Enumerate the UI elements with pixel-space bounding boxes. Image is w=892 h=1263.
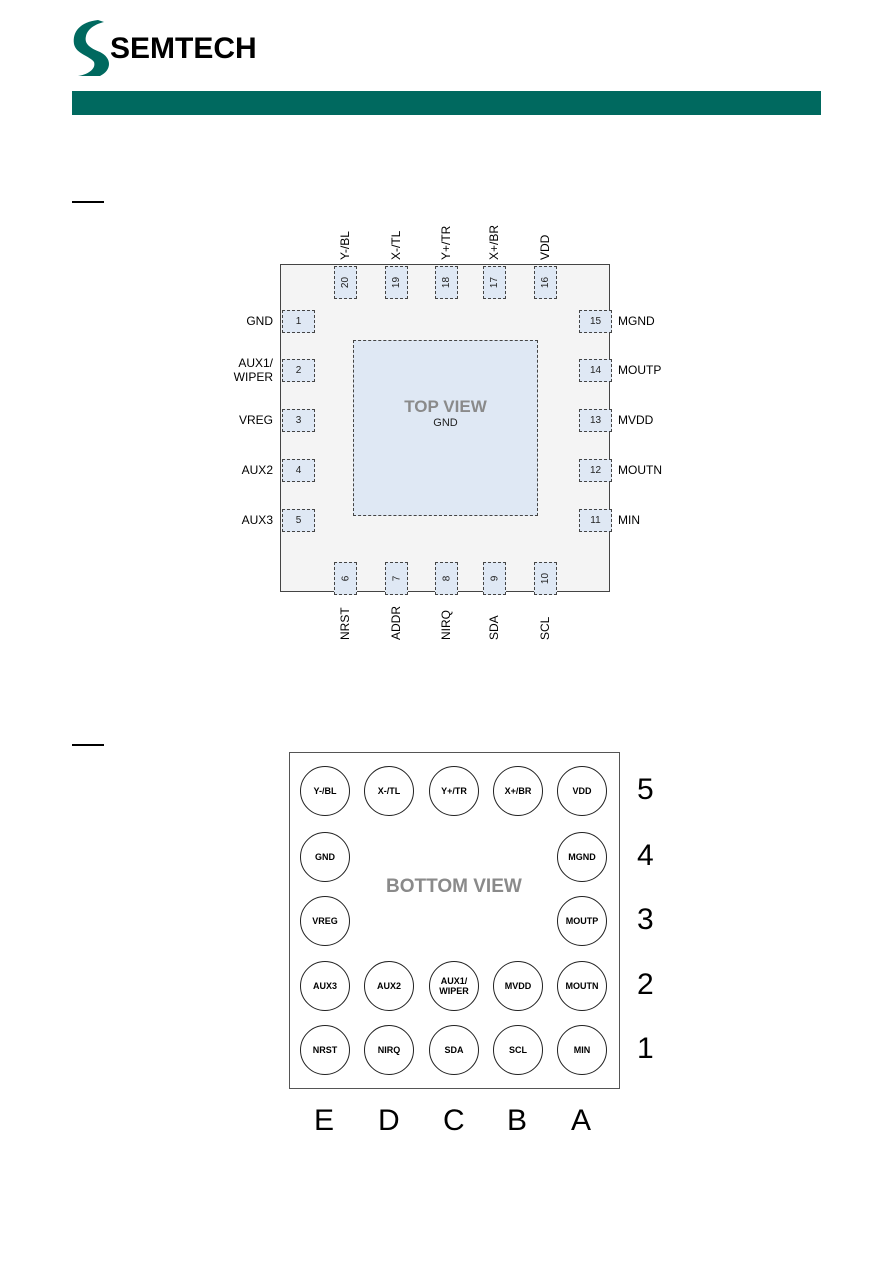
pin-17-label-x-br: X+/BR (487, 224, 501, 260)
ball-D2: AUX2 (364, 961, 414, 1011)
pin-13-pad: 13 (579, 409, 612, 432)
column-label-D: D (378, 1104, 400, 1137)
pin-9-label-sda: SDA (487, 615, 501, 640)
column-label-B: B (507, 1104, 528, 1137)
pin-10-label-scl: SCL (538, 616, 552, 640)
pin-2-label-aux1-wiper: AUX1/ WIPER (233, 356, 273, 384)
pin-4-label-aux2: AUX2 (241, 463, 273, 477)
ball-A3: MOUTP (557, 896, 607, 946)
logo-text: SEMTECH (110, 32, 257, 65)
pin-15-pad: 15 (579, 310, 612, 333)
row-label-1: 1 (637, 1032, 654, 1065)
column-label-E: E (314, 1104, 335, 1137)
pin-3-pad: 3 (282, 409, 315, 432)
pin-20-label-y-bl: Y-/BL (338, 231, 352, 260)
ball-A2: MOUTN (557, 961, 607, 1011)
ball-C1: SDA (429, 1025, 479, 1075)
pin-19-label-x-tl: X-/TL (389, 230, 403, 260)
ball-B1: SCL (493, 1025, 543, 1075)
ball-D5: X-/TL (364, 766, 414, 816)
pin-15-label-mgnd: MGND (618, 314, 655, 328)
ball-A5: VDD (557, 766, 607, 816)
row-label-3: 3 (637, 903, 654, 936)
ball-E2: AUX3 (300, 961, 350, 1011)
bottom-view-title: BOTTOM VIEW (386, 876, 522, 897)
pin-6-pad: 6 (334, 562, 357, 595)
row-label-4: 4 (637, 839, 654, 872)
header-bar (72, 91, 821, 115)
pin-17-pad: 17 (483, 266, 506, 299)
column-label-C: C (443, 1104, 465, 1137)
semtech-logo: SEMTECH (73, 20, 257, 76)
pin-14-pad: 14 (579, 359, 612, 382)
exposed-pad: TOP VIEW GND (353, 340, 538, 516)
section-mark-top (72, 201, 104, 203)
pin-18-pad: 18 (435, 266, 458, 299)
ball-B2: MVDD (493, 961, 543, 1011)
pin-16-label-vdd: VDD (538, 234, 552, 260)
pin-8-label-nirq: NIRQ (439, 610, 453, 640)
pin-11-pad: 11 (579, 509, 612, 532)
pin-4-pad: 4 (282, 459, 315, 482)
pin-20-pad: 20 (334, 266, 357, 299)
ball-C5: Y+/TR (429, 766, 479, 816)
ball-C2: AUX1/ WIPER (429, 961, 479, 1011)
ball-E4: GND (300, 832, 350, 882)
ball-E5: Y-/BL (300, 766, 350, 816)
pin-6-label-nrst: NRST (338, 607, 352, 640)
pin-1-label-gnd: GND (246, 314, 273, 328)
section-mark-bottom (72, 744, 104, 746)
logo-swoosh-icon (73, 20, 109, 76)
column-label-A: A (571, 1104, 592, 1137)
pin-7-pad: 7 (385, 562, 408, 595)
pin-16-pad: 16 (534, 266, 557, 299)
pin-12-label-moutn: MOUTN (618, 463, 662, 477)
pin-14-label-moutp: MOUTP (618, 363, 662, 377)
pin-7-label-addr: ADDR (389, 605, 403, 640)
pin-3-label-vreg: VREG (238, 413, 273, 427)
top-view-title: TOP VIEW (404, 397, 487, 416)
ball-E1: NRST (300, 1025, 350, 1075)
pin-9-pad: 9 (483, 562, 506, 595)
pin-13-label-mvdd: MVDD (618, 413, 654, 427)
exposed-pad-label: GND (433, 417, 458, 429)
pin-5-label-aux3: AUX3 (241, 513, 273, 527)
pin-1-pad: 1 (282, 310, 315, 333)
ball-A4: MGND (557, 832, 607, 882)
pin-18-label-y-tr: Y+/TR (439, 225, 453, 260)
pin-11-label-min: MIN (618, 513, 640, 527)
ball-B5: X+/BR (493, 766, 543, 816)
pin-10-pad: 10 (534, 562, 557, 595)
row-label-2: 2 (637, 968, 654, 1001)
pin-5-pad: 5 (282, 509, 315, 532)
pin-12-pad: 12 (579, 459, 612, 482)
pin-19-pad: 19 (385, 266, 408, 299)
ball-D1: NIRQ (364, 1025, 414, 1075)
ball-E3: VREG (300, 896, 350, 946)
row-label-5: 5 (637, 773, 654, 806)
ball-A1: MIN (557, 1025, 607, 1075)
pin-8-pad: 8 (435, 562, 458, 595)
pin-2-pad: 2 (282, 359, 315, 382)
